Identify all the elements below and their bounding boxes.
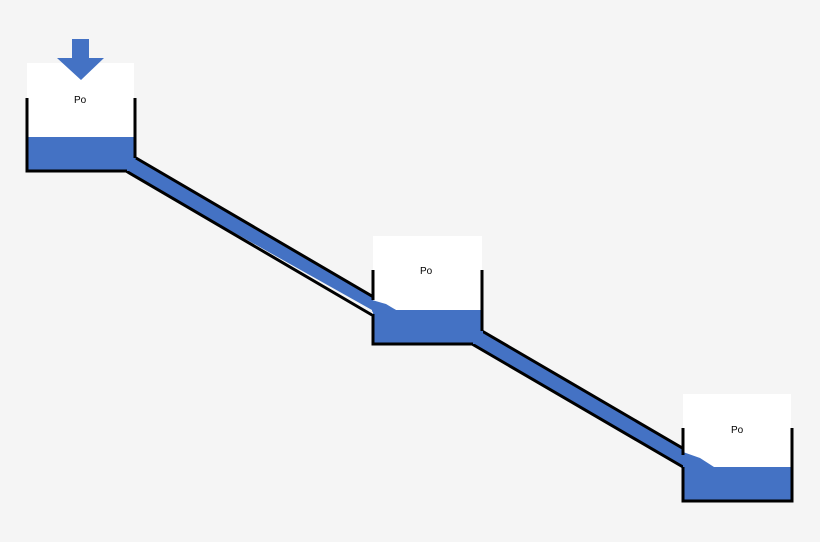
tank-3-wall <box>681 428 794 503</box>
tank-2-pressure-label: Po <box>420 266 433 277</box>
pipe-2 <box>471 329 714 469</box>
tank-3-water <box>683 467 792 501</box>
pipe-1 <box>125 156 386 317</box>
tank-2-wall-left-lower <box>371 314 473 346</box>
tank-1-water <box>27 137 135 171</box>
tank-2-water <box>373 306 483 344</box>
tank-1-pressure-label: Po <box>74 95 87 106</box>
tank-2: Po <box>371 236 484 346</box>
tank-1-wall-left <box>25 98 127 173</box>
tank-3: Po <box>681 394 794 503</box>
tank-3-air-space <box>683 394 791 468</box>
tank-2-air-space <box>373 236 482 310</box>
pressure-arrow-icon <box>57 39 104 80</box>
tank-3-pressure-label: Po <box>731 425 744 436</box>
